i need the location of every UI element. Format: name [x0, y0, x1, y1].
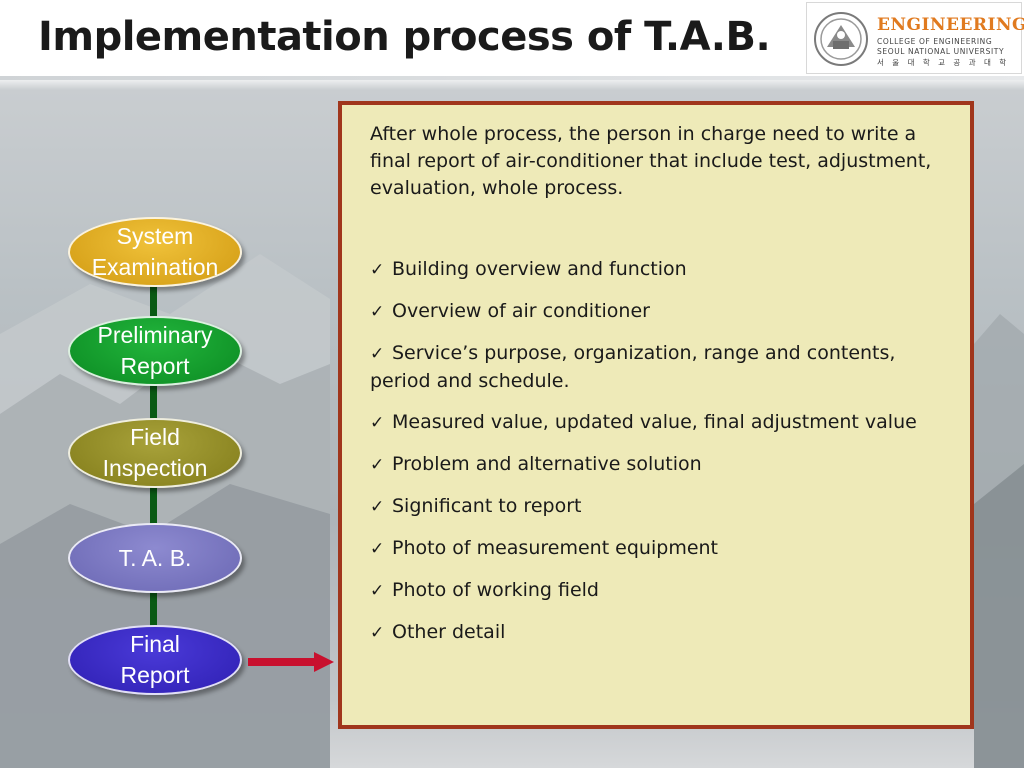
list-item: ✓Overview of air conditioner	[370, 298, 960, 326]
check-icon: ✓	[370, 623, 385, 643]
step-label: Field Inspection	[102, 424, 208, 481]
page-title: Implementation process of T.A.B.	[38, 14, 771, 60]
list-item: ✓Photo of measurement equipment	[370, 535, 960, 563]
arrow-right-icon	[248, 652, 334, 672]
step-field-inspection: Field Inspection	[68, 418, 242, 488]
list-item: ✓Measured value, updated value, final ad…	[370, 409, 960, 437]
logo-college-line: COLLEGE OF ENGINEERING	[877, 37, 993, 46]
list-item: ✓Photo of working field	[370, 577, 960, 605]
check-icon: ✓	[370, 302, 385, 322]
check-icon: ✓	[370, 344, 385, 364]
list-item: ✓Service’s purpose, organization, range …	[370, 342, 896, 392]
list-item: ✓Problem and alternative solution	[370, 451, 960, 479]
final-report-content-box: After whole process, the person in charg…	[338, 101, 974, 729]
step-label: System Examination	[91, 223, 219, 280]
check-icon: ✓	[370, 581, 385, 601]
check-icon: ✓	[370, 260, 385, 280]
step-label: Preliminary Report	[97, 322, 213, 379]
step-preliminary-report: Preliminary Report	[68, 316, 242, 386]
university-seal-icon	[814, 12, 868, 66]
intro-text: After whole process, the person in charg…	[370, 123, 932, 199]
step-system-examination: System Examination	[68, 217, 242, 287]
title-bar: Implementation process of T.A.B. ENGINEE…	[0, 0, 1024, 80]
step-final-report: Final Report	[68, 625, 242, 695]
logo-wordmark: ENGINEERING	[877, 15, 1024, 35]
logo-university-line: SEOUL NATIONAL UNIVERSITY	[877, 47, 1005, 56]
university-logo: ENGINEERING COLLEGE OF ENGINEERING SEOUL…	[806, 2, 1024, 74]
report-items-list: ✓Building overview and function ✓Overvie…	[370, 256, 960, 661]
check-icon: ✓	[370, 497, 385, 517]
step-label: T. A. B.	[118, 544, 192, 571]
check-icon: ✓	[370, 413, 385, 433]
list-item: ✓Building overview and function	[370, 256, 960, 284]
step-tab: T. A. B.	[68, 523, 242, 593]
check-icon: ✓	[370, 539, 385, 559]
logo-korean-line: 서 울 대 학 교 공 과 대 학	[877, 58, 1010, 67]
list-item: ✓Significant to report	[370, 493, 960, 521]
check-icon: ✓	[370, 455, 385, 475]
list-item: ✓Other detail	[370, 619, 960, 647]
step-label: Final Report	[120, 631, 190, 688]
